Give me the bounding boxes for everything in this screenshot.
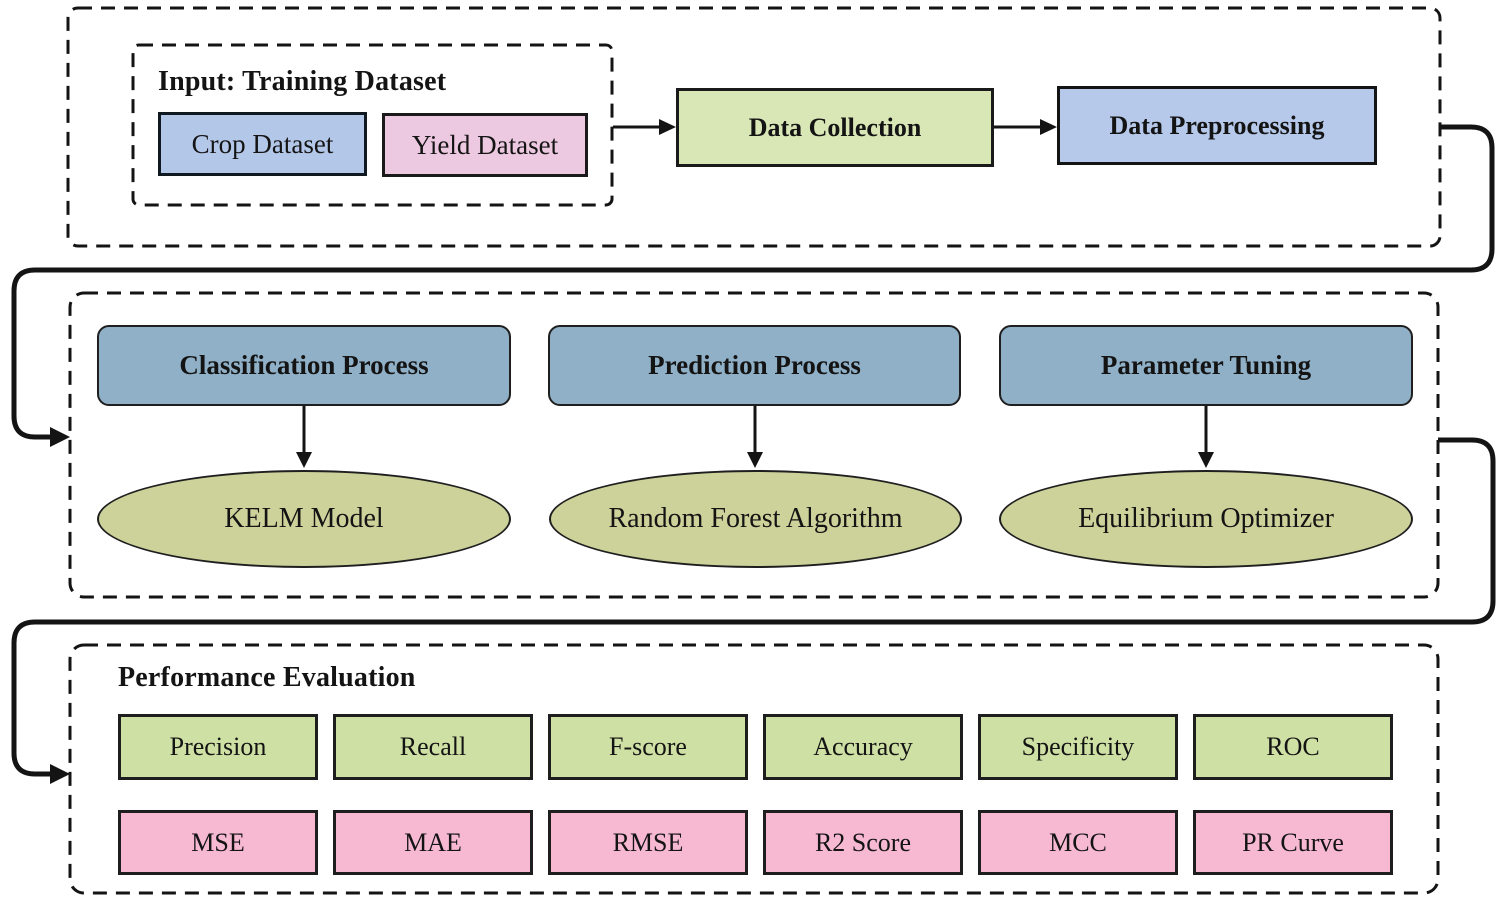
classification-process-header: Classification Process [97,325,511,406]
metric-box-precision: Precision [118,714,318,780]
metric-box-prcurve: PR Curve [1193,810,1393,875]
metric-box-rmse: RMSE [548,810,748,875]
crop-dataset-box: Crop Dataset [158,112,367,176]
arrowhead-preprocessing [1040,119,1057,135]
classification-metrics-row: Precision Recall F-score Accuracy Specif… [118,714,1393,780]
metric-box-mae: MAE [333,810,533,875]
bottom-section-frame [68,643,1440,895]
arrowhead-bottom-entry [50,764,70,784]
kelm-model-ellipse: KELM Model [97,470,511,568]
metric-box-fscore: F-score [548,714,748,780]
parameter-tuning-header: Parameter Tuning [999,325,1413,406]
arrowhead-collection [659,119,676,135]
input-group-frame [131,43,614,207]
middle-section-frame [68,291,1440,599]
metric-box-mcc: MCC [978,810,1178,875]
metric-box-r2score: R2 Score [763,810,963,875]
equilibrium-optimizer-ellipse: Equilibrium Optimizer [999,470,1413,568]
arrowhead-rf [747,452,763,468]
metric-box-specificity: Specificity [978,714,1178,780]
connector-middle-to-bottom [11,437,1496,777]
metric-box-roc: ROC [1193,714,1393,780]
arrowhead-middle-entry [50,427,70,447]
input-group-title: Input: Training Dataset [158,66,447,97]
arrowhead-eo [1198,452,1214,468]
prediction-process-header: Prediction Process [548,325,961,406]
regression-metrics-row: MSE MAE RMSE R2 Score MCC PR Curve [118,810,1393,875]
data-collection-box: Data Collection [676,88,994,167]
data-preprocessing-box: Data Preprocessing [1057,86,1377,165]
connector-top-to-middle [11,124,1495,440]
metric-box-mse: MSE [118,810,318,875]
metric-box-recall: Recall [333,714,533,780]
metric-box-accuracy: Accuracy [763,714,963,780]
random-forest-ellipse: Random Forest Algorithm [549,470,962,568]
performance-evaluation-title: Performance Evaluation [118,662,416,693]
arrowhead-kelm [296,452,312,468]
yield-dataset-box: Yield Dataset [382,113,588,177]
